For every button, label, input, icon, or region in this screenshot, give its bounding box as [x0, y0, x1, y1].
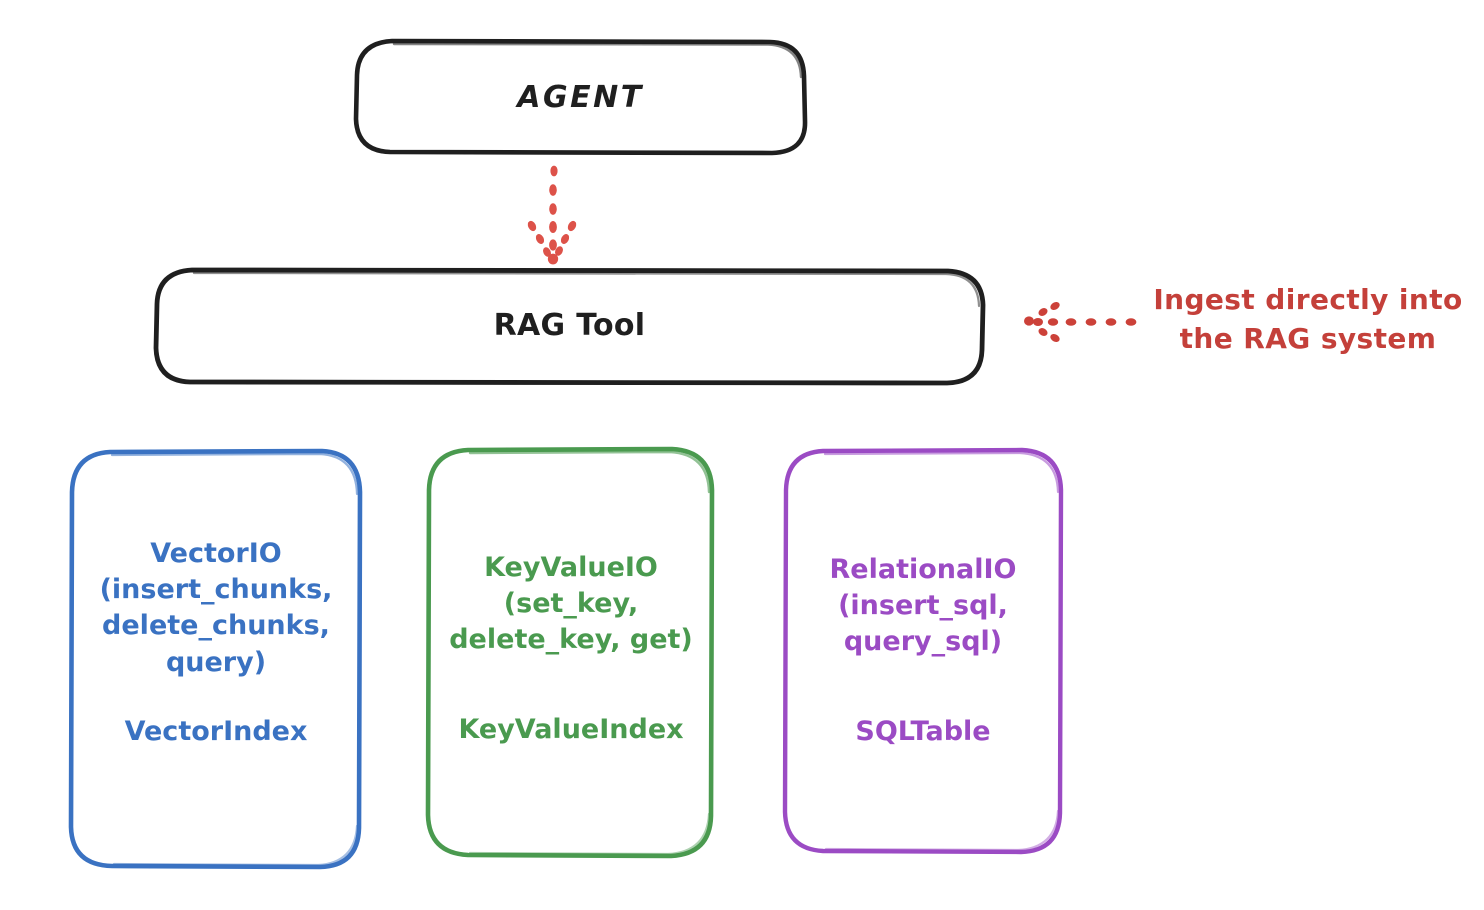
- ingest-note-arrow-hit[interactable]: [1024, 300, 1138, 344]
- relational-provider-node[interactable]: [785, 450, 1062, 853]
- vector-provider-api-label: VectorIO (insert_chunks, delete_chunks, …: [99, 538, 333, 678]
- keyvalue-provider-node[interactable]: [428, 449, 713, 857]
- agent-node-label: AGENT: [517, 80, 644, 115]
- agent-node[interactable]: [356, 41, 806, 154]
- rag-tool-node-label: RAG Tool: [493, 308, 646, 343]
- relational-provider-index-label: SQLTable: [855, 716, 991, 747]
- vector-provider-index-label: VectorIndex: [124, 716, 308, 747]
- vector-provider-node[interactable]: [71, 450, 361, 868]
- rag-tool-node[interactable]: [156, 270, 984, 384]
- agent-to-ragtool-arrow-hit[interactable]: [530, 164, 578, 264]
- ingest-annotation-label: Ingest directly into the RAG system: [1153, 283, 1463, 355]
- relational-provider-api-label: RelationalIO (insert_sql, query_sql): [829, 554, 1017, 658]
- keyvalue-provider-index-label: KeyValueIndex: [458, 714, 684, 745]
- keyvalue-provider-api-label: KeyValueIO (set_key, delete_key, get): [449, 552, 693, 656]
